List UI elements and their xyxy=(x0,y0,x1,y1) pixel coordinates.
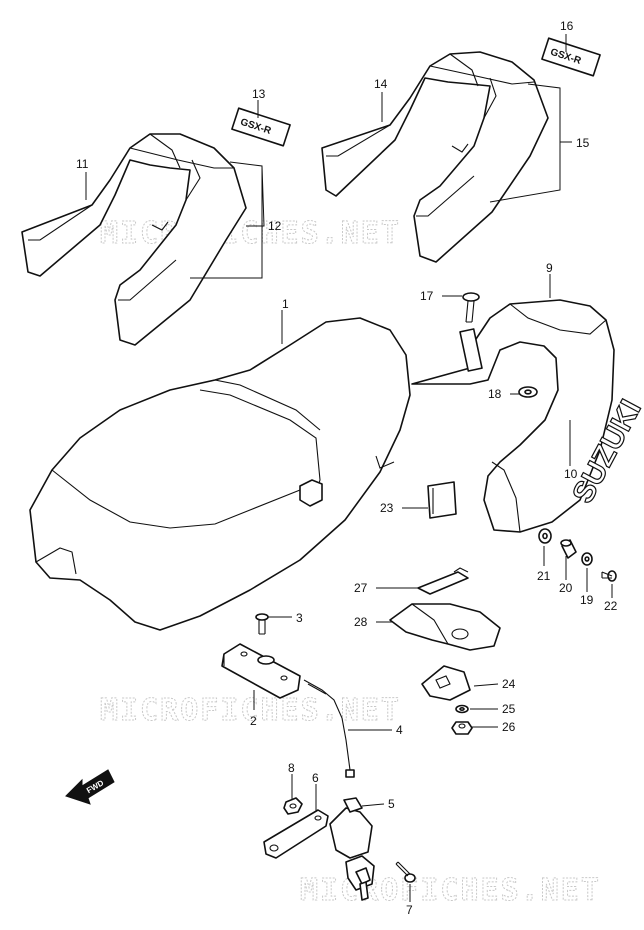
nut-8[interactable] xyxy=(283,797,303,815)
watermark: MICROFICHES.NET xyxy=(100,216,401,251)
callout-8: 8 xyxy=(288,761,295,775)
callout-24: 24 xyxy=(502,677,516,691)
watermark: MICROFICHES.NET xyxy=(300,873,601,908)
latch-24[interactable] xyxy=(421,665,471,701)
nut-26[interactable] xyxy=(451,721,473,735)
callout-14: 14 xyxy=(374,77,388,91)
callout-23: 23 xyxy=(380,501,394,515)
callout-4: 4 xyxy=(396,723,403,737)
screw-7[interactable] xyxy=(395,861,416,883)
seat-lock-cable-4[interactable] xyxy=(303,679,355,778)
callout-6: 6 xyxy=(312,771,319,785)
lock-plate-6[interactable] xyxy=(263,809,329,859)
washer-19[interactable] xyxy=(581,552,593,566)
callout-numbers: 1 2 3 4 5 6 7 8 9 10 11 12 13 14 15 16 1… xyxy=(76,19,618,917)
watermark: MICROFICHES.NET xyxy=(100,693,401,728)
forward-arrow-icon: FWD xyxy=(65,769,115,805)
leader-lines xyxy=(85,34,613,902)
callout-9: 9 xyxy=(546,261,553,275)
callout-16: 16 xyxy=(560,19,574,33)
callout-5: 5 xyxy=(388,797,395,811)
callout-7: 7 xyxy=(406,903,413,917)
decal-16[interactable]: GSX-R xyxy=(541,37,601,77)
screw-3[interactable] xyxy=(255,613,269,635)
screw-22[interactable] xyxy=(601,570,617,582)
callout-15: 15 xyxy=(576,136,590,150)
decal-13[interactable]: GSX-R xyxy=(231,107,291,147)
callout-26: 26 xyxy=(502,720,516,734)
callout-12: 12 xyxy=(268,219,282,233)
callout-10: 10 xyxy=(564,467,578,481)
seat-assembly[interactable] xyxy=(29,317,411,631)
callout-17: 17 xyxy=(420,289,434,303)
callout-28: 28 xyxy=(354,615,368,629)
callout-1: 1 xyxy=(282,297,289,311)
bolt-17[interactable] xyxy=(462,292,480,323)
pad-23[interactable] xyxy=(427,481,457,519)
tray-28[interactable] xyxy=(389,603,501,651)
spacer-20[interactable] xyxy=(560,539,577,559)
callout-27: 27 xyxy=(354,581,368,595)
callout-13: 13 xyxy=(252,87,266,101)
lock-base-plate-2[interactable] xyxy=(221,643,301,699)
callout-18: 18 xyxy=(488,387,502,401)
callout-21: 21 xyxy=(537,569,551,583)
callout-20: 20 xyxy=(559,581,573,595)
callout-25: 25 xyxy=(502,702,516,716)
washer-18[interactable] xyxy=(518,386,538,398)
seat-tail-cowl-left[interactable] xyxy=(21,133,247,346)
seat-tail-cowl-right[interactable] xyxy=(321,51,549,263)
callout-11: 11 xyxy=(76,157,89,171)
bracket-27[interactable] xyxy=(417,567,469,595)
washer-21[interactable] xyxy=(538,528,552,544)
callout-2: 2 xyxy=(250,714,257,728)
callout-19: 19 xyxy=(580,593,594,607)
seat-lock-5[interactable] xyxy=(329,797,375,901)
callout-22: 22 xyxy=(604,599,618,613)
washer-25[interactable] xyxy=(455,704,469,714)
callout-3: 3 xyxy=(296,611,303,625)
